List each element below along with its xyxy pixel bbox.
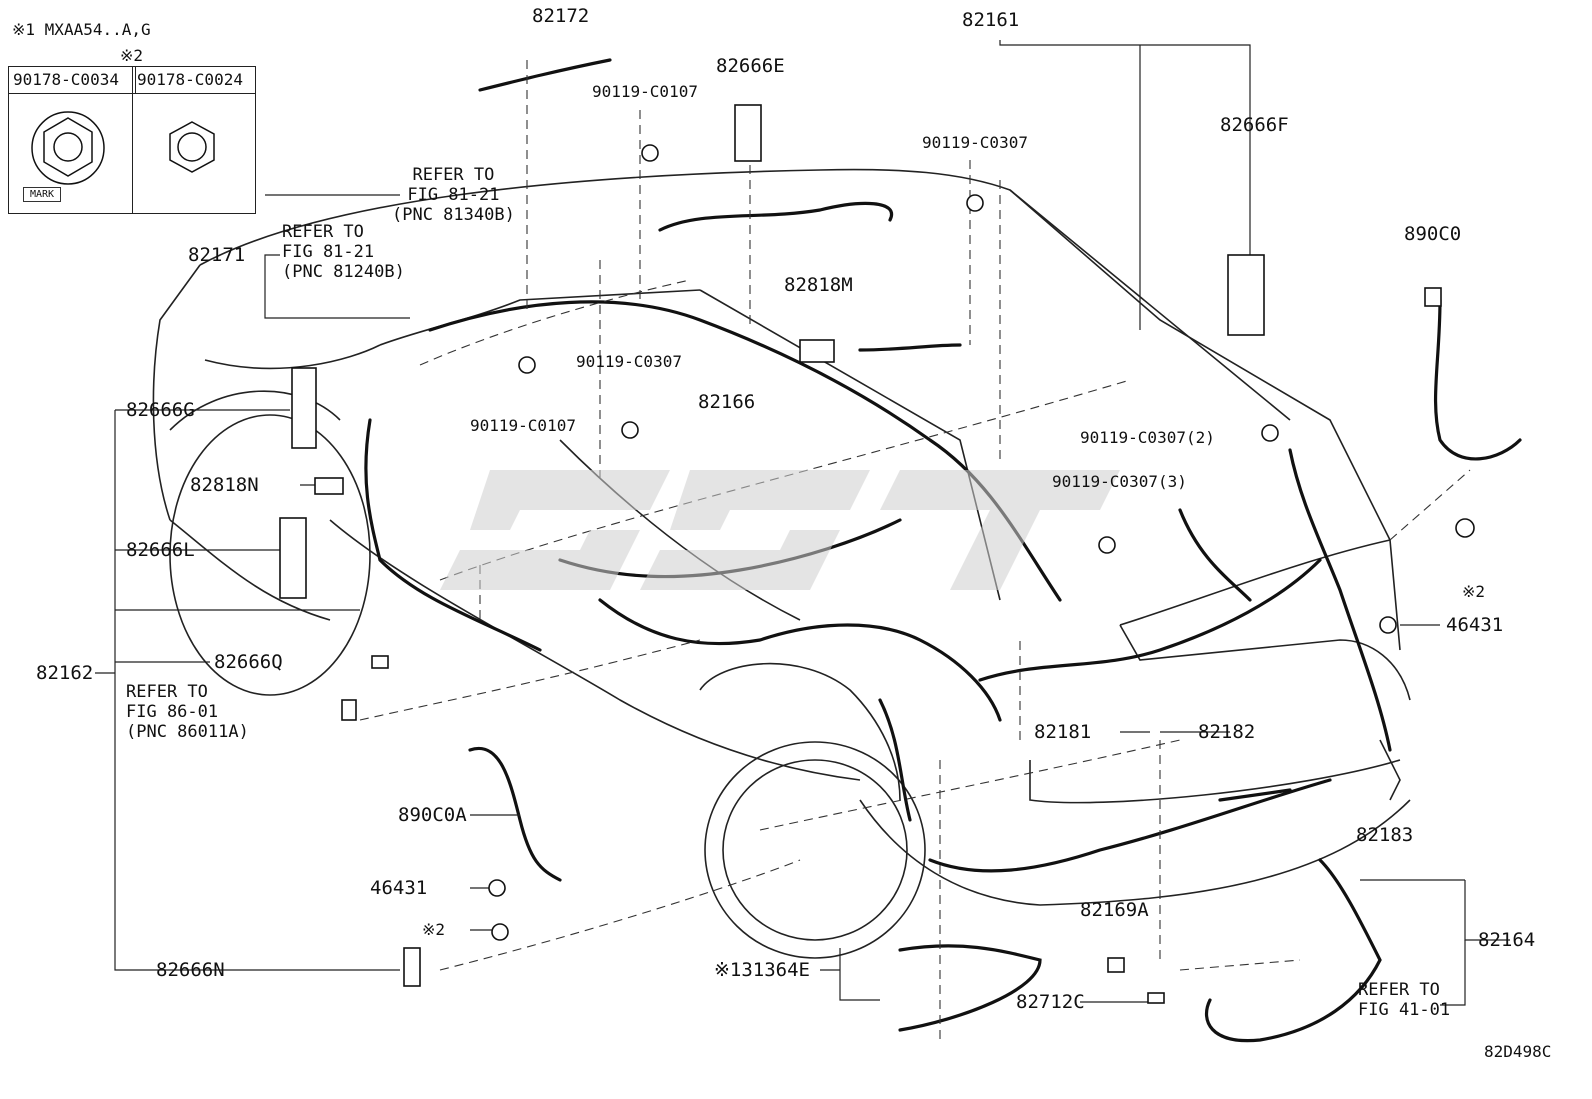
callout-82172[interactable]: 82172 [532,5,590,27]
callout-note2-left: ※2 [422,920,446,939]
callout-82666F[interactable]: 82666F [1220,114,1289,136]
callout-46431-left[interactable]: 46431 [370,877,428,899]
reference-fig-81-21-81240B[interactable]: REFER TO FIG 81-21 (PNC 81240B) [282,222,405,282]
callout-82164[interactable]: 82164 [1478,929,1536,951]
mark-label: MARK [23,187,62,202]
callout-890C0[interactable]: 890C0 [1404,223,1462,245]
footnote-2: ※2 [120,46,144,65]
diagram-code: 82D498C [1484,1042,1552,1061]
callout-82166[interactable]: 82166 [698,391,756,413]
nut-part-col2: 90178-C0024 [133,67,255,94]
leader-lines [95,40,1510,1006]
watermark-logo [440,470,1120,590]
callout-46431-right[interactable]: 46431 [1446,614,1504,636]
callout-90119-C0307-2[interactable]: 90119-C0307(2) [1080,428,1215,447]
callout-82181[interactable]: 82181 [1034,721,1092,743]
callout-90119-C0307-3[interactable]: 90119-C0307(3) [1052,472,1187,491]
callout-82666L[interactable]: 82666L [126,539,195,561]
callout-82666G[interactable]: 82666G [126,399,195,421]
callout-82818N[interactable]: 82818N [190,474,259,496]
footnote-1: ※1 MXAA54..A,G [12,20,151,39]
callout-90119-C0107-top[interactable]: 90119-C0107 [592,82,698,101]
callout-90119-C0107-mid[interactable]: 90119-C0107 [470,416,576,435]
callout-82171[interactable]: 82171 [188,244,246,266]
callout-82169A[interactable]: 82169A [1080,899,1149,921]
table-divider [132,67,133,213]
callout-note2-right: ※2 [1462,582,1486,601]
wire-harness [364,58,1522,1043]
nut-spec-table: 90178-C0034 90178-C0024 MARK [8,66,256,214]
callout-31364E[interactable]: ※131364E [714,959,810,981]
callout-82666Q[interactable]: 82666Q [214,651,283,673]
callout-90119-C0307-mid[interactable]: 90119-C0307 [576,352,682,371]
callout-82161[interactable]: 82161 [962,9,1020,31]
callout-82666N[interactable]: 82666N [156,959,225,981]
callout-82183[interactable]: 82183 [1356,824,1414,846]
callout-82182[interactable]: 82182 [1198,721,1256,743]
callout-82818M[interactable]: 82818M [784,274,853,296]
callout-890C0A[interactable]: 890C0A [398,804,467,826]
reference-fig-41-01[interactable]: REFER TO FIG 41-01 [1358,980,1451,1020]
callout-90119-C0307-top[interactable]: 90119-C0307 [922,133,1028,152]
callout-82712C[interactable]: 82712C [1016,991,1085,1013]
callout-82162[interactable]: 82162 [36,662,94,684]
callout-82666E[interactable]: 82666E [716,55,785,77]
nut-part-col1: 90178-C0034 [9,67,136,94]
reference-fig-86-01[interactable]: REFER TO FIG 86-01 (PNC 86011A) [126,682,249,742]
hardware-parts [279,104,1475,1004]
nut-icons [31,111,215,185]
reference-fig-81-21-81340B[interactable]: REFER TO FIG 81-21 (PNC 81340B) [392,165,515,225]
